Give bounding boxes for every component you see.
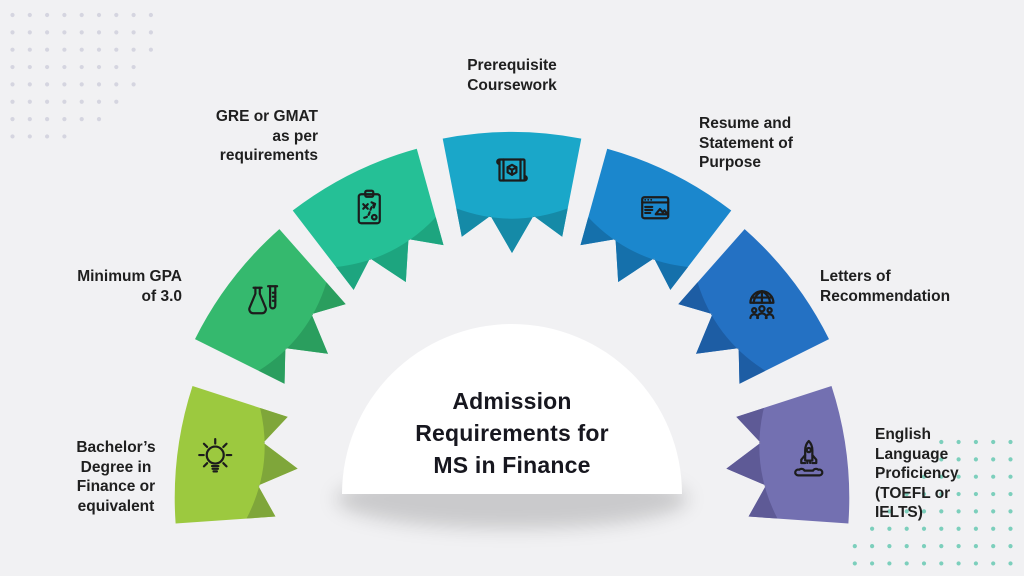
wedge-bachelors-degree (168, 385, 307, 538)
label-prerequisite-coursework: Prerequisite Coursework (467, 57, 557, 94)
corner-dots-bottom-right (852, 439, 1013, 566)
wedge-resume-sop (556, 142, 735, 313)
lightbulb-icon (198, 437, 233, 473)
wedge-english-proficiency (717, 385, 856, 538)
flask-icon (248, 285, 279, 315)
center-title: Admission Requirements for MS in Finance (415, 388, 609, 478)
wedge-prerequisite-coursework (442, 131, 582, 253)
wedge-gre-gmat (289, 142, 468, 313)
rocket-icon (794, 439, 824, 477)
center-dome (342, 324, 682, 494)
corner-dots-top-left (10, 12, 153, 139)
browser-window-icon (641, 196, 670, 220)
wedge-letters-recommendation (653, 225, 835, 409)
label-english-proficiency: English Language Proficiency (TOEFL or I… (875, 426, 959, 521)
wedge-minimum-gpa (189, 225, 371, 409)
blueprint-scroll-icon (496, 158, 528, 182)
label-gre-gmat: GRE or GMAT as per requirements (215, 108, 318, 164)
strategy-clipboard-icon (357, 189, 381, 225)
globe-people-icon (749, 290, 775, 320)
label-bachelors-degree: Bachelor’s Degree in Finance or equivale… (76, 439, 156, 515)
label-resume-sop: Resume and Statement of Purpose (699, 115, 793, 171)
label-minimum-gpa: Minimum GPA of 3.0 (77, 268, 182, 305)
label-letters-recommendation: Letters of Recommendation (820, 268, 951, 305)
